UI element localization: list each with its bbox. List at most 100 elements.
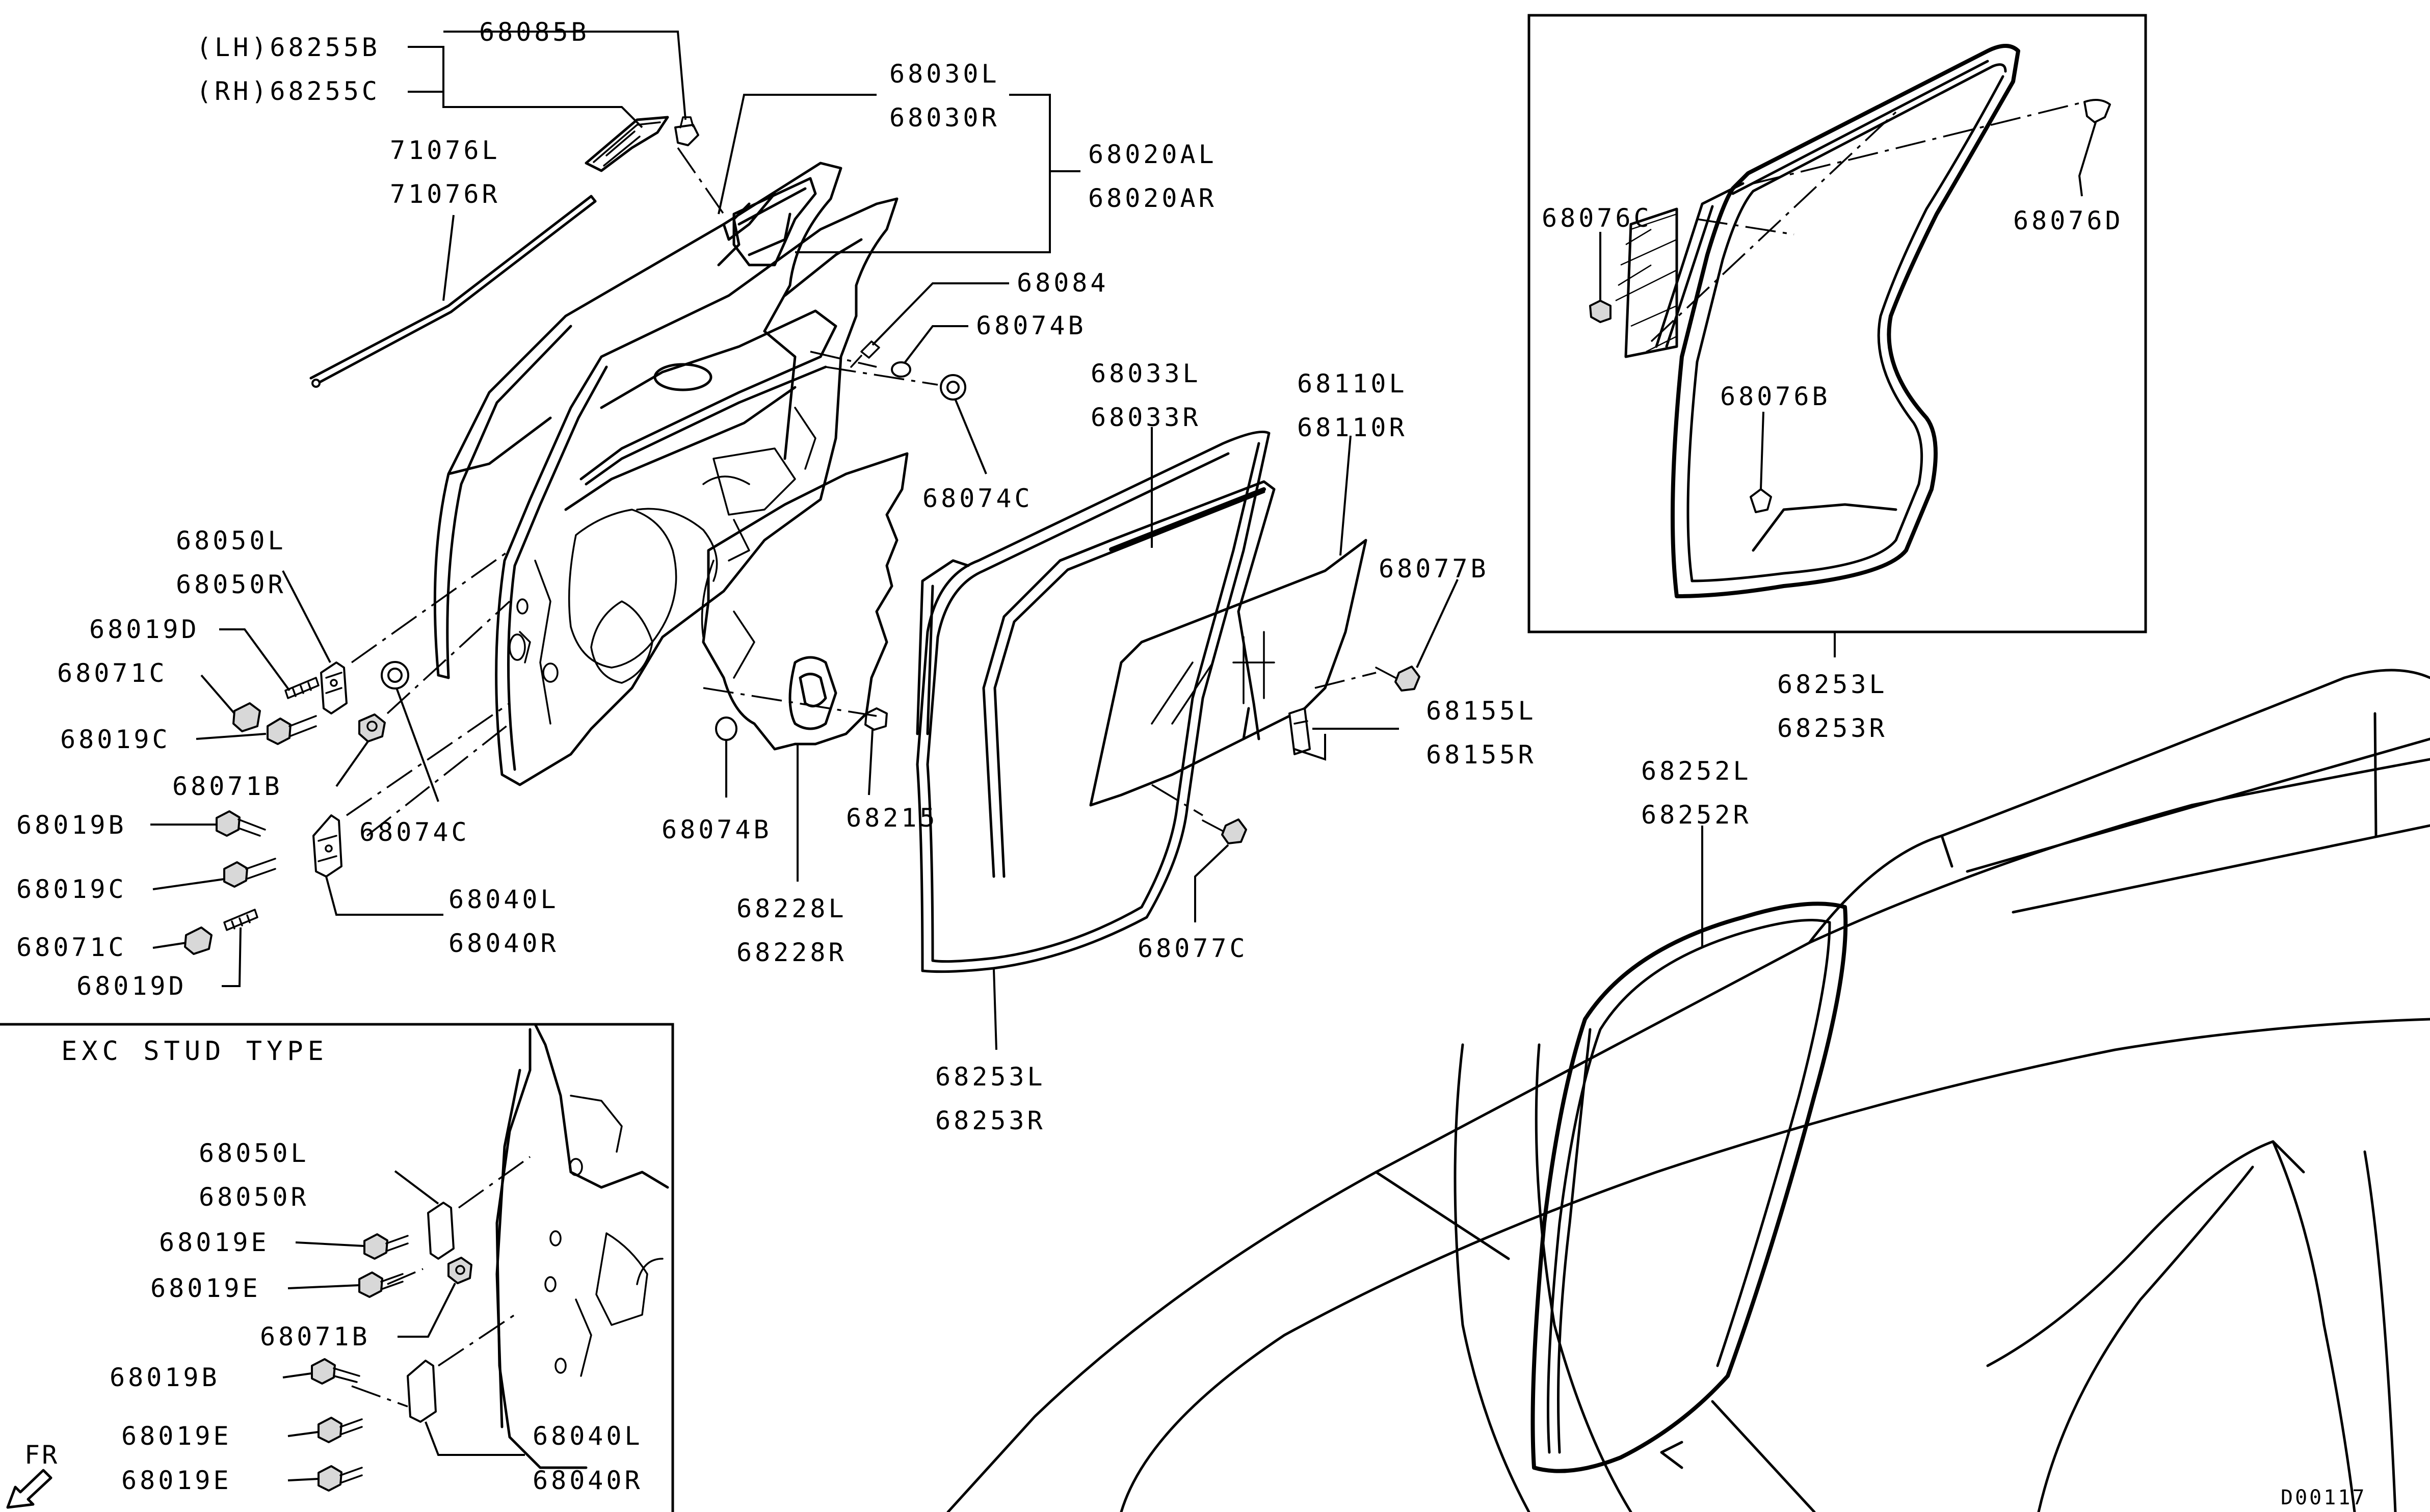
inset-leader-lines [1599, 122, 2097, 657]
callout-68020al: 68020AL [1088, 140, 1217, 169]
callout-68228r: 68228R [736, 938, 847, 967]
callout-68033l: 68033L [1091, 359, 1201, 388]
callout-68252r: 68252R [1641, 800, 1752, 830]
callout-68074c-left: 68074C [359, 817, 470, 847]
callout-68155r: 68155R [1426, 740, 1537, 770]
door-glass-68110 [1089, 539, 1367, 807]
callout-68077b: 68077B [1379, 554, 1489, 583]
plug-68074b-top [891, 361, 911, 378]
lower-hinge-68040 [312, 814, 342, 878]
front-direction-arrow-icon [6, 1469, 52, 1509]
stud-68019d-bottom [223, 909, 258, 931]
bolt-68019c-top [267, 715, 317, 745]
inset-lower-hinge [407, 1360, 437, 1423]
inset-callout-68040l: 68040L [533, 1421, 643, 1451]
alignment-lines [346, 101, 2085, 837]
callout-68019c-bottom: 68019C [16, 874, 127, 904]
exc-stud-type-inset [0, 1023, 674, 1512]
inset-callout-68019e-2: 68019E [150, 1274, 261, 1303]
upper-hinge-68050 [320, 661, 348, 714]
callout-68155l: 68155L [1426, 696, 1537, 726]
door-glass-run-68033 [982, 480, 1276, 878]
inset-title: EXC STUD TYPE [61, 1036, 328, 1067]
bolt-68019b [216, 810, 266, 837]
callout-68255-lh: (LH)68255B [196, 33, 380, 62]
callout-68253l-box: 68253L [1777, 670, 1888, 699]
inset-callout-68040r: 68040R [533, 1466, 643, 1495]
callout-68228l: 68228L [736, 894, 847, 923]
inset-callout-68071b: 68071B [260, 1322, 371, 1351]
callout-68253l-mid: 68253L [935, 1062, 1046, 1092]
callout-68076b: 68076B [1720, 382, 1831, 411]
callout-68074b-bottom: 68074B [662, 815, 772, 844]
inset-callout-68019e-3: 68019E [121, 1421, 232, 1451]
callout-68071c-bottom: 68071C [16, 933, 127, 962]
clip-68076b [1750, 488, 1772, 513]
callout-68019b: 68019B [16, 810, 127, 840]
door-sealing-cover-68228 [701, 452, 909, 751]
plug-68074b-bottom [715, 717, 737, 741]
callout-68019d-top: 68019D [89, 615, 200, 644]
vehicle-body-outline [946, 669, 2430, 1512]
corner-garnish-68255 [585, 116, 669, 172]
callout-71076r: 71076R [390, 179, 500, 209]
leader-lines [150, 31, 1703, 1050]
bolt-68019c-bottom [223, 858, 276, 888]
inset-callout-68019e-4: 68019E [121, 1466, 232, 1495]
callout-68071b: 68071B [172, 772, 283, 801]
clip-68076d [2083, 99, 2111, 123]
callout-68076d: 68076D [2013, 206, 2124, 235]
callout-68050l: 68050L [176, 526, 286, 555]
glass-holder-68155 [1288, 707, 1311, 755]
callout-68019d-bottom: 68019D [76, 971, 187, 1001]
body-weatherstrip-68252 [1530, 901, 1848, 1473]
front-indicator-label: FR [24, 1440, 59, 1470]
window-frame-trim-71076 [309, 195, 597, 388]
callout-68074c-right: 68074C [922, 484, 1033, 513]
callout-68110l: 68110L [1297, 369, 1408, 399]
inset-bolt-68019b [311, 1358, 336, 1385]
inset-bolt-68019e-2 [358, 1271, 383, 1298]
inset-bolt-68019e-4 [318, 1465, 342, 1492]
plug-68074c-right [940, 374, 966, 401]
callout-68040l: 68040L [448, 885, 559, 914]
plug-68074c-left [381, 661, 409, 689]
inset-nut-68071b [447, 1257, 472, 1284]
inset-bolt-68019e-3 [318, 1417, 342, 1443]
door-sash-68030 [732, 177, 817, 267]
inset-callout-68019b: 68019B [110, 1363, 220, 1392]
drawing-code: D00117 [2281, 1486, 2367, 1509]
nut-68071c-bottom [184, 926, 213, 955]
callout-68033r: 68033R [1091, 403, 1201, 432]
callout-68030r: 68030R [889, 103, 1000, 132]
callout-68077c: 68077C [1138, 934, 1248, 963]
callout-68084: 68084 [1017, 268, 1109, 298]
stud-68019d-top [284, 677, 320, 699]
nut-68071c-top [232, 702, 261, 732]
inset-callout-68050l: 68050L [199, 1138, 309, 1168]
callout-68019c-top: 68019C [60, 725, 171, 754]
clip-68215 [864, 707, 888, 731]
bolt-68077c [1202, 818, 1247, 844]
nut-68071b [358, 713, 386, 742]
bolt-68077b [1375, 666, 1420, 692]
exc-stud-inset-labels: EXC STUD TYPE 68050L 68050R 68019E 68019… [61, 1036, 643, 1495]
callout-labels: (LH)68255B (RH)68255C 68085B 68030L 6803… [16, 17, 2124, 1135]
weatherstrip-detail-inset [1527, 14, 2147, 633]
callout-68071c-top: 68071C [57, 658, 168, 688]
clip-68085b [674, 116, 699, 146]
door-weatherstrip-68253 [916, 431, 1271, 973]
callout-68040r: 68040R [448, 929, 559, 958]
inset-callout-68019e-1: 68019E [159, 1228, 270, 1257]
callout-68074b-top: 68074B [976, 311, 1087, 340]
clip-68076c [1589, 300, 1612, 323]
bolt-68084 [850, 340, 880, 368]
callout-68255-rh: (RH)68255C [196, 76, 380, 106]
door-inner-panel [495, 197, 899, 786]
callout-68085b: 68085B [479, 17, 590, 47]
callout-68215: 68215 [846, 803, 938, 833]
callout-68252l: 68252L [1641, 756, 1752, 786]
callout-68030l: 68030L [889, 59, 1000, 89]
callout-68020ar: 68020AR [1088, 183, 1217, 213]
